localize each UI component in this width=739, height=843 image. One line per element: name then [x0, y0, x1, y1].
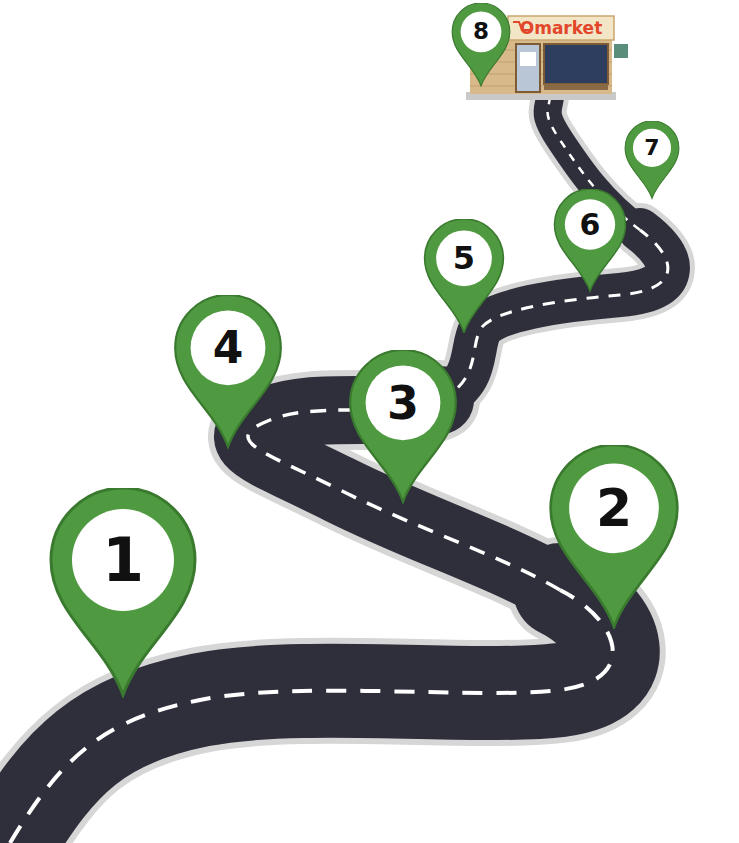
map-pin: 2: [548, 445, 680, 630]
callout-number: 3: [366, 366, 441, 441]
shop-sign-text: Omarket: [520, 20, 603, 37]
map-pin-shape: [548, 445, 680, 630]
callout-number: 6: [565, 200, 615, 250]
callout-number: 1: [72, 509, 174, 611]
callout-number: 5: [436, 230, 492, 286]
callout-number: 7: [633, 129, 671, 167]
map-pin: 8: [451, 3, 511, 87]
map-pin-shape: [423, 219, 505, 334]
map-pin: 7: [624, 121, 680, 199]
map-pin-shape: [451, 3, 511, 87]
callout-number: 4: [191, 311, 266, 386]
map-pin-shape: [48, 488, 198, 698]
map-pin: 4: [173, 295, 283, 449]
map-pin-shape: [553, 189, 627, 293]
map-pin-shape: [348, 350, 458, 504]
map-pin: 1: [48, 488, 198, 698]
map-pin-shape: [173, 295, 283, 449]
callout-number: 2: [569, 463, 659, 553]
map-pin: 5: [423, 219, 505, 334]
map-pin-shape: [624, 121, 680, 199]
map-pin: 6: [553, 189, 627, 293]
callout-number: 8: [461, 12, 502, 53]
map-pin: 3: [348, 350, 458, 504]
